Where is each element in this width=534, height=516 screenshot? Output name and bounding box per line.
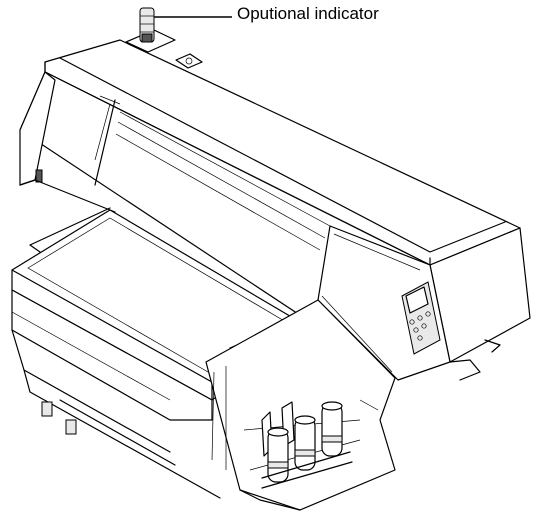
ink-bottle <box>294 415 316 471</box>
printer-body <box>19 39 531 381</box>
ink-bottle <box>321 401 343 457</box>
panel-display <box>405 286 429 314</box>
ink-bottle <box>267 427 289 483</box>
top-cover-cap <box>175 53 203 69</box>
ink-station <box>205 299 396 511</box>
optional-indicator-label: Oputional indicator <box>237 4 379 23</box>
foot <box>65 419 77 435</box>
foot <box>41 401 53 417</box>
print-table <box>11 207 384 499</box>
signal-tower-icon <box>125 7 176 53</box>
